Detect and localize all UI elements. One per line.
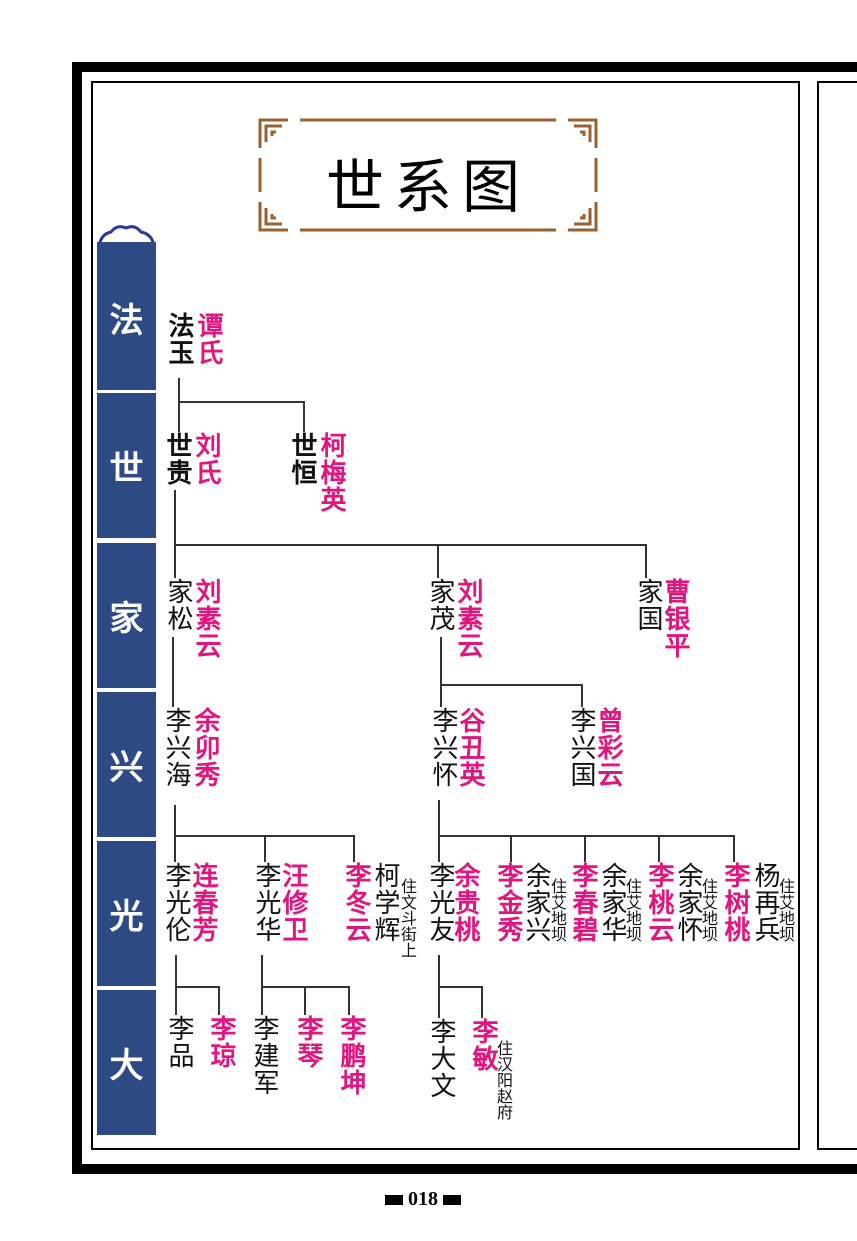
person-name: 家松 bbox=[163, 578, 193, 632]
spouse-name: 余家华 bbox=[597, 862, 627, 943]
person-name: 世贵 bbox=[162, 432, 192, 486]
person-name: 李冬云 bbox=[341, 862, 371, 943]
ornament-border-icon bbox=[258, 118, 598, 232]
square-icon bbox=[443, 1194, 461, 1205]
connector-line bbox=[645, 544, 647, 578]
person-name: 李敏 bbox=[468, 1018, 498, 1072]
square-icon bbox=[385, 1194, 403, 1205]
person-name: 法玉 bbox=[164, 312, 194, 366]
person-name: 李光友 bbox=[425, 862, 455, 943]
connector-line bbox=[174, 544, 647, 546]
connector-line bbox=[174, 490, 176, 578]
person-name: 李鹏坤 bbox=[336, 1015, 366, 1096]
person-name: 李兴国 bbox=[566, 707, 596, 788]
spouse-name: 余贵桃 bbox=[450, 862, 480, 943]
frame-left-bar bbox=[72, 62, 82, 1174]
connector-line bbox=[174, 805, 176, 862]
residence-note: 住艾地坝 bbox=[776, 878, 795, 942]
generation-jia: 家 bbox=[97, 543, 156, 688]
connector-line bbox=[261, 955, 263, 1015]
person-name: 李光华 bbox=[251, 862, 281, 943]
person-name: 李金秀 bbox=[493, 862, 523, 943]
person-name: 李大文 bbox=[426, 1018, 456, 1099]
spouse-name: 曾彩云 bbox=[593, 707, 623, 788]
spouse-name: 刘素云 bbox=[191, 578, 221, 659]
spouse-name: 刘素云 bbox=[453, 578, 483, 659]
residence-note: 住艾地坝 bbox=[548, 878, 567, 942]
inner-frame bbox=[91, 81, 800, 1150]
connector-line bbox=[584, 835, 586, 862]
spouse-name: 余家怀 bbox=[673, 862, 703, 943]
title-frame: 世系图 bbox=[258, 118, 598, 232]
person-name: 世恒 bbox=[287, 432, 317, 486]
spouse-name: 柯梅英 bbox=[316, 432, 346, 513]
right-panel-frame bbox=[817, 81, 857, 1150]
connector-line bbox=[264, 835, 266, 862]
connector-line bbox=[440, 684, 583, 686]
spouse-name: 连春芳 bbox=[188, 862, 218, 943]
spouse-name: 刘氏 bbox=[191, 432, 221, 486]
connector-line bbox=[175, 986, 220, 988]
generation-shi: 世 bbox=[97, 393, 156, 538]
connector-line bbox=[581, 684, 583, 707]
person-name: 李品 bbox=[164, 1015, 194, 1069]
connector-line bbox=[440, 637, 442, 707]
residence-note: 住艾地坝 bbox=[623, 878, 642, 942]
connector-line bbox=[481, 986, 483, 1018]
spouse-name: 谭氏 bbox=[193, 312, 223, 366]
connector-line bbox=[175, 955, 177, 1015]
generation-xing: 兴 bbox=[97, 692, 156, 837]
connector-line bbox=[178, 378, 180, 432]
spouse-name: 谷丑英 bbox=[455, 707, 485, 788]
connector-line bbox=[304, 986, 306, 1015]
page-title: 世系图 bbox=[325, 153, 530, 221]
generation-guang: 光 bbox=[97, 841, 156, 986]
spouse-name: 汪修卫 bbox=[278, 862, 308, 943]
connector-line bbox=[303, 401, 305, 432]
person-name: 李琼 bbox=[206, 1015, 236, 1069]
connector-line bbox=[438, 835, 735, 837]
connector-line bbox=[733, 835, 735, 862]
connector-line bbox=[172, 637, 174, 707]
connector-line bbox=[437, 544, 439, 578]
connector-line bbox=[353, 835, 355, 862]
person-name: 李兴海 bbox=[161, 707, 191, 788]
connector-line bbox=[348, 986, 350, 1015]
spouse-name: 柯学辉 bbox=[370, 862, 400, 943]
connector-line bbox=[510, 835, 512, 862]
spouse-name: 杨再兵 bbox=[750, 862, 780, 943]
frame-top-bar bbox=[72, 62, 857, 72]
generation-da: 大 bbox=[97, 990, 156, 1135]
page-footer: 018 bbox=[378, 1188, 468, 1211]
generation-fa: 法 bbox=[97, 245, 156, 390]
person-name: 李树桃 bbox=[720, 862, 750, 943]
residence-note: 住汉阳赵府 bbox=[494, 1040, 513, 1120]
person-name: 李光伦 bbox=[161, 862, 191, 943]
spouse-name: 曹银平 bbox=[660, 578, 690, 659]
connector-line bbox=[438, 986, 483, 988]
person-name: 李春碧 bbox=[568, 862, 598, 943]
spouse-name: 余家兴 bbox=[521, 862, 551, 943]
connector-line bbox=[178, 401, 305, 403]
cloud-ornament-icon bbox=[97, 225, 156, 246]
person-name: 李建军 bbox=[249, 1015, 279, 1096]
spouse-name: 余卯秀 bbox=[190, 707, 220, 788]
person-name: 李兴怀 bbox=[428, 707, 458, 788]
connector-line bbox=[218, 986, 220, 1015]
connector-line bbox=[438, 800, 440, 862]
person-name: 李桃云 bbox=[644, 862, 674, 943]
person-name: 李琴 bbox=[293, 1015, 323, 1069]
frame-bottom-bar bbox=[72, 1164, 857, 1174]
residence-note: 住文斗街上 bbox=[398, 878, 417, 958]
residence-note: 住艾地坝 bbox=[699, 878, 718, 942]
person-name: 家茂 bbox=[425, 578, 455, 632]
person-name: 家国 bbox=[633, 578, 663, 632]
page-number: 018 bbox=[408, 1188, 438, 1210]
connector-line bbox=[658, 835, 660, 862]
